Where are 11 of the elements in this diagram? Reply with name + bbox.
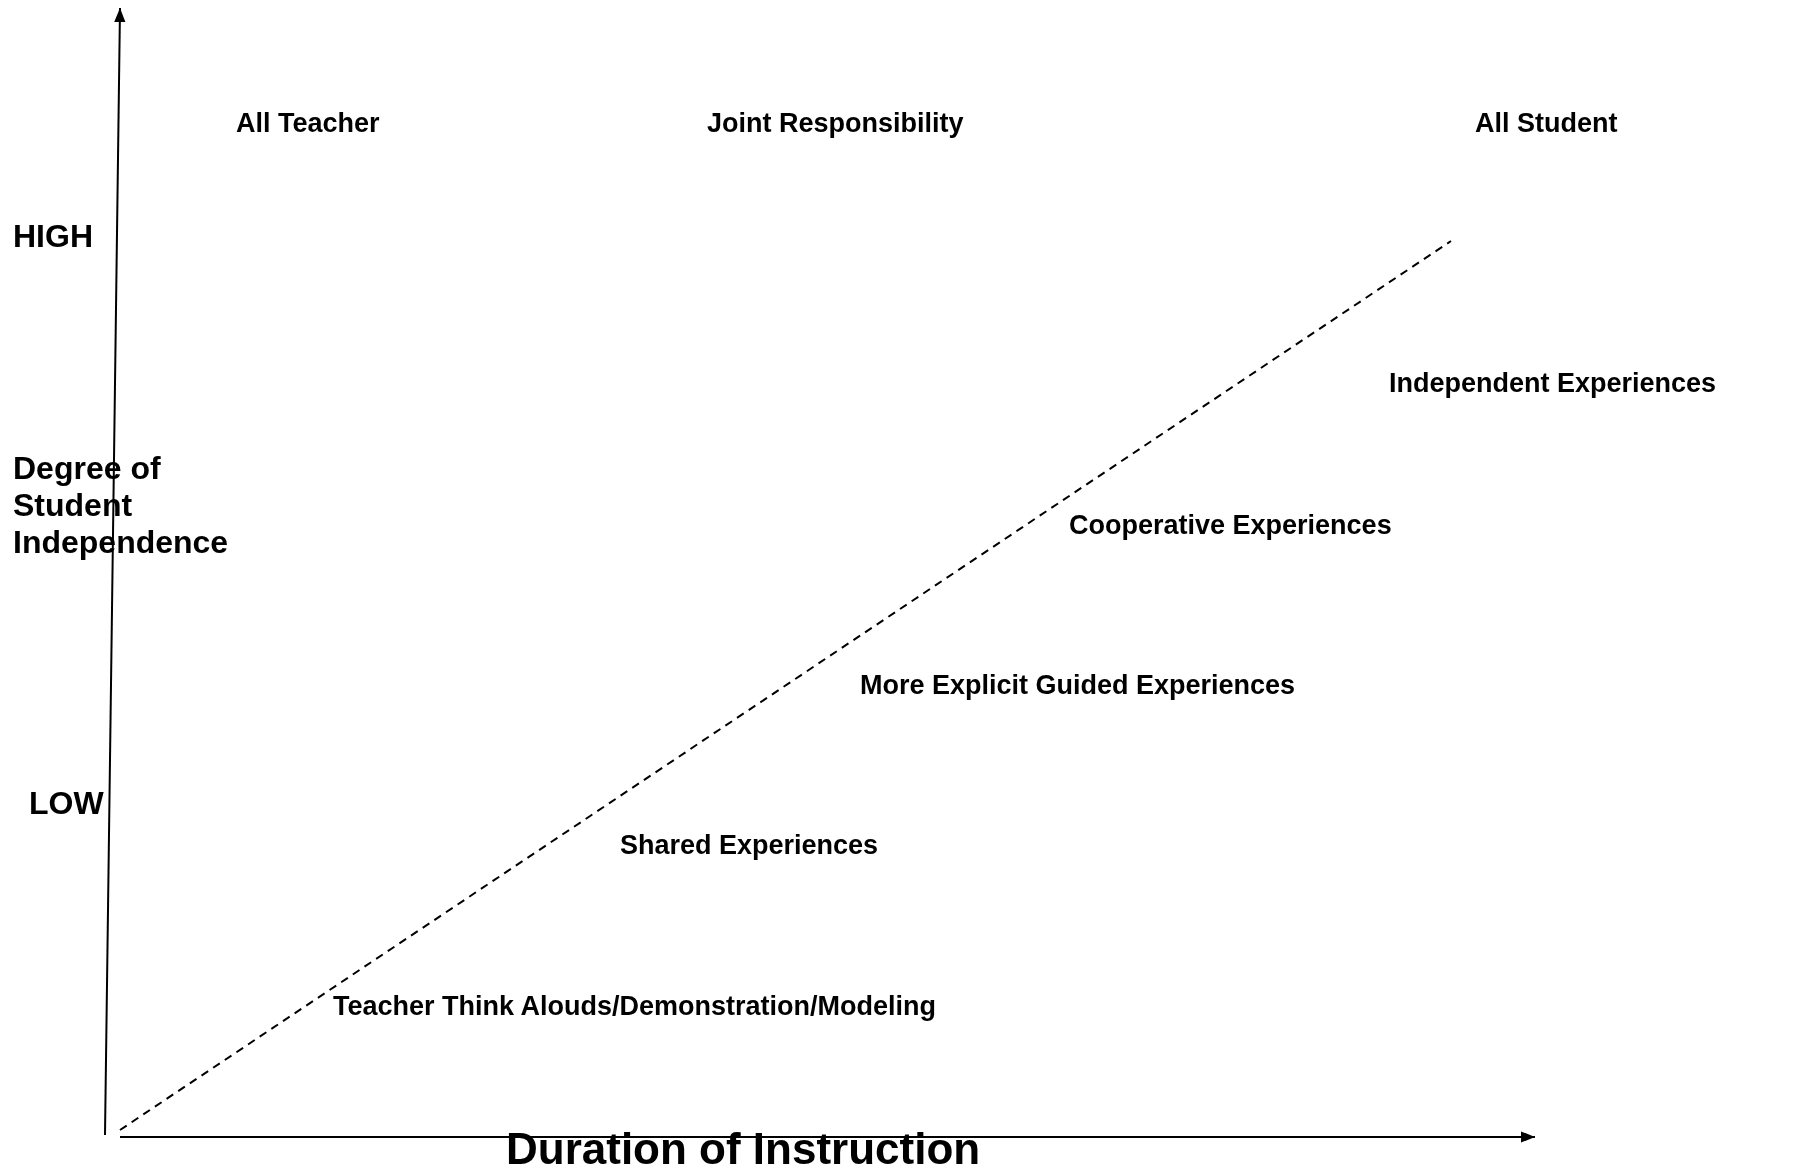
stage-label: More Explicit Guided Experiences <box>860 670 1296 702</box>
stage-label: Shared Experiences <box>620 830 879 862</box>
axis-level-label: LOW <box>29 784 104 822</box>
x-axis-title: Duration of Instruction <box>506 1123 981 1173</box>
stage-label: Teacher Think Alouds/Demonstration/Modeling <box>333 991 937 1023</box>
column-heading: Joint Responsibility <box>707 108 964 140</box>
column-heading: All Student <box>1475 108 1618 140</box>
axis-level-label: HIGH <box>13 217 93 255</box>
stage-label: Independent Experiences <box>1389 368 1717 400</box>
column-heading: All Teacher <box>236 108 380 140</box>
stage-label: Cooperative Experiences <box>1069 510 1392 542</box>
